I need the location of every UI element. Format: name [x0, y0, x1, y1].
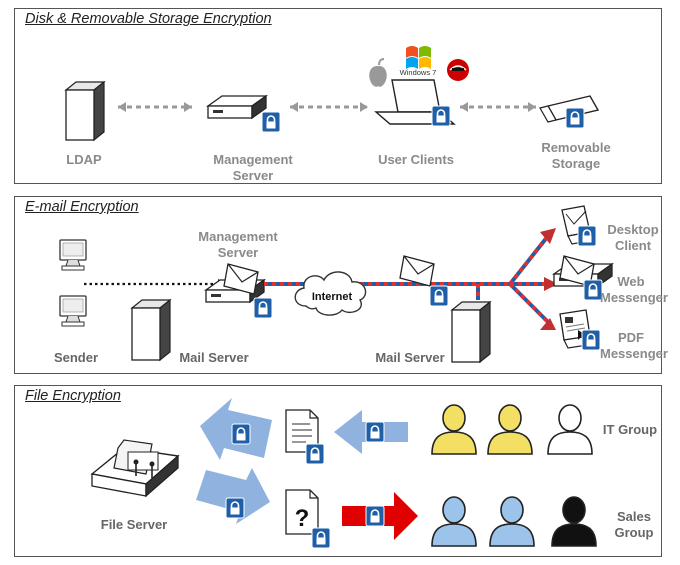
mail-server-1-label: Mail Server — [179, 350, 249, 365]
encrypted-envelope-lock-icon — [429, 285, 449, 307]
pdf-messenger-label: PDF Messenger — [600, 330, 668, 361]
ldap-link-arrowheads — [118, 102, 192, 112]
internet-label: Internet — [312, 291, 353, 303]
file-arrow-top-lock-icon — [231, 423, 251, 445]
sales-person-3-icon — [551, 496, 597, 547]
redhat-logo-icon — [447, 59, 469, 81]
encrypted-document-icon — [285, 409, 319, 453]
mail-server-2-label: Mail Server — [375, 350, 445, 365]
desktop-client-lock-icon — [577, 225, 597, 247]
encrypted-envelope-icon — [399, 255, 435, 287]
disk-panel-title: Disk & Removable Storage Encryption — [25, 11, 272, 27]
unknown-document-icon — [285, 489, 319, 535]
usb-storage-lock-icon — [565, 107, 585, 129]
management-server-icon — [207, 95, 267, 119]
it-arrow-lock-icon — [365, 421, 385, 443]
disk-encryption-panel: Disk & Removable Storage Encryption — [14, 8, 662, 184]
management-server-lock-icon — [261, 111, 281, 133]
file-server-label: File Server — [100, 517, 168, 532]
user-client-lock-icon — [431, 105, 451, 127]
it-person-1-icon — [431, 404, 477, 455]
client-storage-link-arrowheads — [460, 102, 536, 112]
internet-cloud-icon — [294, 271, 367, 316]
web-messenger-label: Web Messenger — [600, 274, 668, 305]
desktop-client-label: Desktop Client — [607, 222, 659, 253]
it-person-2-icon — [487, 404, 533, 455]
sales-person-2-icon — [489, 496, 535, 547]
red-arrow-lock-icon — [365, 505, 385, 527]
ldap-server-icon — [64, 80, 106, 142]
windows-logo-icon — [406, 46, 431, 69]
encrypted-document-lock-icon — [305, 443, 325, 465]
email-management-server-label: Management Server — [198, 229, 278, 260]
file-panel-title: File Encryption — [25, 388, 121, 404]
file-server-icon — [90, 439, 180, 498]
windows-logo-text: Windows 7 — [400, 68, 437, 77]
sender-label: Sender — [53, 350, 99, 365]
disk-management-server-label: Management Server — [213, 152, 293, 183]
apple-logo-icon — [369, 58, 387, 87]
sender-pc-bottom-icon — [59, 295, 87, 327]
it-group-label: IT Group — [602, 422, 658, 437]
it-person-3-icon — [547, 404, 593, 455]
ldap-label: LDAP — [66, 152, 102, 167]
sender-pc-top-icon — [59, 239, 87, 271]
sales-group-label: Sales Group — [614, 509, 654, 540]
file-arrow-bottom-lock-icon — [225, 497, 245, 519]
email-management-lock-icon — [253, 297, 273, 319]
removable-storage-label: Removable Storage — [541, 140, 611, 171]
user-clients-label: User Clients — [378, 152, 454, 167]
server-to-file-arrow-bottom — [196, 468, 270, 524]
sales-person-1-icon — [431, 496, 477, 547]
email-panel-title: E-mail Encryption — [25, 199, 139, 215]
unknown-document-lock-icon — [311, 527, 331, 549]
unknown-document-mark: ? — [295, 505, 310, 532]
pdf-messenger-lock-icon — [581, 329, 601, 351]
server-client-link-arrowheads — [290, 102, 368, 112]
